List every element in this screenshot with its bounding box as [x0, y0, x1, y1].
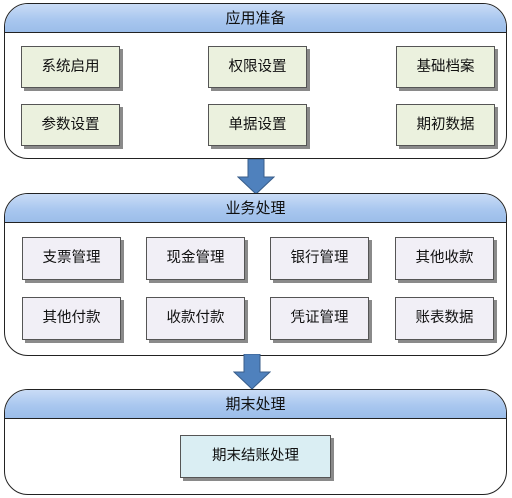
step-box[interactable]: 银行管理 [270, 237, 369, 280]
step-box[interactable]: 凭证管理 [270, 297, 369, 340]
down-arrow-icon [237, 159, 275, 195]
step-box[interactable]: 期初数据 [396, 104, 495, 146]
section-title: 期末处理 [5, 390, 506, 419]
section-title: 应用准备 [5, 4, 506, 33]
down-arrow-icon [233, 354, 271, 390]
step-box[interactable]: 其他收款 [395, 237, 494, 280]
step-box[interactable]: 收款付款 [146, 297, 245, 340]
step-box[interactable]: 账表数据 [395, 297, 494, 340]
step-box[interactable]: 其他付款 [22, 297, 121, 340]
step-box[interactable]: 系统启用 [21, 46, 120, 88]
step-box[interactable]: 期末结账处理 [180, 435, 331, 478]
step-box[interactable]: 参数设置 [21, 104, 120, 146]
step-box[interactable]: 权限设置 [208, 46, 307, 88]
step-box[interactable]: 基础档案 [396, 46, 495, 88]
step-box[interactable]: 现金管理 [146, 237, 245, 280]
step-box[interactable]: 支票管理 [22, 237, 121, 280]
section-title: 业务处理 [5, 194, 506, 223]
step-box[interactable]: 单据设置 [208, 104, 307, 146]
